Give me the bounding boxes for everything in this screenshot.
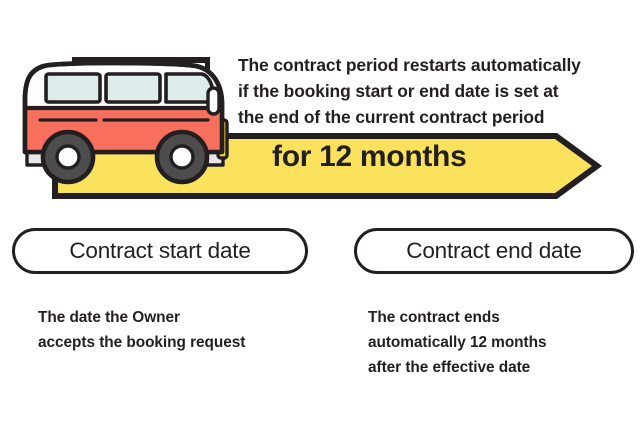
van-body-outline (22, 60, 225, 155)
pill-contract-end-date[interactable]: Contract end date (354, 228, 634, 274)
pill-contract-start-date-label: Contract start date (69, 237, 251, 263)
camper-van-illustration (22, 57, 229, 185)
headline-paragraph: The contract period restarts automatical… (238, 55, 581, 127)
pill-contract-end-date-label: Contract end date (406, 237, 582, 263)
caption-contract-start-date: The date the Owner accepts the booking r… (38, 309, 246, 352)
van-wheel-rear (40, 129, 96, 185)
pill-contract-start-date[interactable]: Contract start date (12, 228, 308, 274)
van-wheel-front (154, 129, 210, 185)
van-window-middle (104, 72, 162, 104)
caption-contract-end-date: The contract ends automatically 12 month… (368, 309, 547, 377)
van-window-rear (44, 72, 102, 104)
side-mirror-icon (206, 86, 221, 116)
banner-duration-label: for 12 months (272, 140, 467, 173)
